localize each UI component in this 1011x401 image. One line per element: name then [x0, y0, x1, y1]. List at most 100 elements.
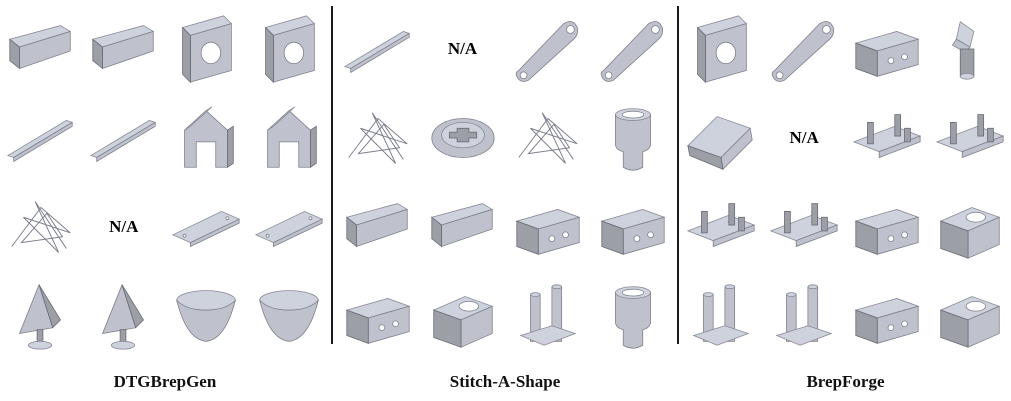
solid-tower-shape: .t{fill:#bfc2cc;stroke:#7c7f8c;stroke-wi… [775, 283, 833, 346]
solid-disc-shape: .t{fill:#c8d3c3;stroke:#7f8c7b;stroke-wi… [430, 117, 495, 158]
wireframe-model: .t,.f,.s,.w{fill:none;stroke:#8a9098;str… [165, 271, 248, 360]
solid-link-shape: .t{fill:#bfc2cc;stroke:#7c7f8c;stroke-wi… [771, 20, 835, 82]
solid-model: .t{fill:#9fd6df;stroke:#5a9aa6;stroke-wi… [248, 93, 331, 182]
wireframe-tower-shape: .t,.f,.s,.w{fill:none;stroke:#8a9098;str… [519, 283, 576, 346]
wireframe-model: .t,.f,.s,.w{fill:none;stroke:#8a9098;str… [846, 271, 929, 360]
solid-sail-shape: .t{fill:#9fd6df;stroke:#5a9aa6;stroke-wi… [101, 283, 144, 350]
wireframe-model: .t,.f,.s,.w{fill:none;stroke:#8a9098;str… [335, 271, 420, 360]
wireframe-beam-shape: .t,.f,.s,.w{fill:none;stroke:#8a9098;str… [9, 24, 72, 69]
wireframe-model: .t,.f,.s,.w{fill:none;stroke:#8a9098;str… [680, 93, 763, 182]
na-cell: N/A [763, 93, 846, 182]
solid-model: .t{fill:#c8d3c3;stroke:#7f8c7b;stroke-wi… [590, 4, 675, 93]
wireframe-plate-hole-shape: .t,.f,.s,.w{fill:none;stroke:#8a9098;str… [697, 14, 748, 83]
solid-model: .t{fill:#c8d3c3;stroke:#7f8c7b;stroke-wi… [590, 271, 675, 360]
solid-model: .t{fill:#bfc2cc;stroke:#7c7f8c;stroke-wi… [763, 4, 846, 93]
solid-corner-block-shape: .t{fill:#c8d3c3;stroke:#7f8c7b;stroke-wi… [432, 295, 493, 348]
solid-rail-shape: .t{fill:#9fd6df;stroke:#5a9aa6;stroke-wi… [89, 119, 156, 162]
wireframe-model: .t,.f,.s,.w{fill:none;stroke:#8a9098;str… [165, 93, 248, 182]
solid-model: .t{fill:#c8d3c3;stroke:#7f8c7b;stroke-wi… [590, 182, 675, 271]
solid-model: .t{fill:#9fd6df;stroke:#5a9aa6;stroke-wi… [83, 93, 166, 182]
wireframe-model: .t,.f,.s,.w{fill:none;stroke:#8a9098;str… [505, 4, 590, 93]
solid-block-shape: .t{fill:#c8d3c3;stroke:#7f8c7b;stroke-wi… [600, 208, 665, 255]
wireframe-model: .t,.f,.s,.w{fill:none;stroke:#8a9098;str… [505, 271, 590, 360]
wireframe-model: .t,.f,.s,.w{fill:none;stroke:#8a9098;str… [165, 182, 248, 271]
na-label: N/A [447, 38, 478, 58]
panel-brepforge: .t,.f,.s,.w{fill:none;stroke:#8a9098;str… [680, 0, 1011, 360]
solid-bowl-shape: .t{fill:#9fd6df;stroke:#5a9aa6;stroke-wi… [258, 289, 319, 342]
wireframe-flat-plate-shape: .t,.f,.s,.w{fill:none;stroke:#8a9098;str… [172, 210, 241, 247]
solid-arch-shape: .t{fill:#9fd6df;stroke:#5a9aa6;stroke-wi… [266, 105, 317, 168]
wireframe-model: .t,.f,.s,.w{fill:none;stroke:#8a9098;str… [0, 271, 83, 360]
wireframe-model: .t,.f,.s,.w{fill:none;stroke:#8a9098;str… [505, 182, 590, 271]
solid-model: .t{fill:#c8d3c3;stroke:#7f8c7b;stroke-wi… [420, 271, 505, 360]
solid-cylinder-shape: .t{fill:#c8d3c3;stroke:#7f8c7b;stroke-wi… [614, 107, 651, 171]
caption-dtgbrepgen: DTGBrepGen [113, 372, 217, 391]
wireframe-model: .t,.f,.s,.w{fill:none;stroke:#8a9098;str… [846, 4, 929, 93]
wireframe-block-shape: .t,.f,.s,.w{fill:none;stroke:#8a9098;str… [515, 208, 580, 255]
wireframe-model: .t,.f,.s,.w{fill:none;stroke:#8a9098;str… [680, 271, 763, 360]
solid-model: .t{fill:#bfc2cc;stroke:#7c7f8c;stroke-wi… [763, 271, 846, 360]
wireframe-rail-shape: .t,.f,.s,.w{fill:none;stroke:#8a9098;str… [343, 30, 410, 73]
wireframe-model: .t,.f,.s,.w{fill:none;stroke:#8a9098;str… [0, 93, 83, 182]
wireframe-model: .t,.f,.s,.w{fill:none;stroke:#8a9098;str… [680, 4, 763, 93]
solid-tray-shape: .t{fill:#bfc2cc;stroke:#7c7f8c;stroke-wi… [935, 113, 1004, 158]
wireframe-model: .t,.f,.s,.w{fill:none;stroke:#8a9098;str… [335, 4, 420, 93]
wireframe-block-shape: .t,.f,.s,.w{fill:none;stroke:#8a9098;str… [345, 297, 410, 344]
model-grid: .t,.f,.s,.w{fill:none;stroke:#8a9098;str… [680, 4, 1011, 360]
wireframe-tangle-shape: .t,.f,.s,.w{fill:none;stroke:#8a9098;str… [517, 111, 578, 164]
wireframe-tower-shape: .t,.f,.s,.w{fill:none;stroke:#8a9098;str… [692, 283, 750, 346]
solid-model: .t{fill:#bfc2cc;stroke:#7c7f8c;stroke-wi… [928, 4, 1011, 93]
solid-knob-shape: .t{fill:#bfc2cc;stroke:#7c7f8c;stroke-wi… [951, 20, 974, 80]
solid-cylinder-shape: .t{fill:#c8d3c3;stroke:#7f8c7b;stroke-wi… [614, 285, 651, 349]
solid-model: .t{fill:#9fd6df;stroke:#5a9aa6;stroke-wi… [248, 182, 331, 271]
panel-divider [677, 6, 679, 344]
model-grid: .t,.f,.s,.w{fill:none;stroke:#8a9098;str… [335, 4, 675, 360]
solid-corner-block-shape: .t{fill:#bfc2cc;stroke:#7c7f8c;stroke-wi… [939, 295, 1000, 348]
wireframe-tangle-shape: .t,.f,.s,.w{fill:none;stroke:#8a9098;str… [347, 111, 408, 164]
wireframe-beam-shape: .t,.f,.s,.w{fill:none;stroke:#8a9098;str… [345, 202, 408, 247]
wireframe-model: .t,.f,.s,.w{fill:none;stroke:#8a9098;str… [0, 182, 83, 271]
solid-model: .t{fill:#9fd6df;stroke:#5a9aa6;stroke-wi… [248, 271, 331, 360]
wireframe-wedge-shape: .t,.f,.s,.w{fill:none;stroke:#8a9098;str… [687, 115, 753, 170]
wireframe-rail-shape: .t,.f,.s,.w{fill:none;stroke:#8a9098;str… [7, 119, 74, 162]
wireframe-model: .t,.f,.s,.w{fill:none;stroke:#8a9098;str… [680, 182, 763, 271]
wireframe-model: .t,.f,.s,.w{fill:none;stroke:#8a9098;str… [505, 93, 590, 182]
solid-corner-block-shape: .t{fill:#bfc2cc;stroke:#7c7f8c;stroke-wi… [939, 206, 1000, 259]
na-cell: N/A [420, 4, 505, 93]
wireframe-tangle-shape: .t,.f,.s,.w{fill:none;stroke:#8a9098;str… [11, 200, 71, 253]
solid-model: .t{fill:#bfc2cc;stroke:#7c7f8c;stroke-wi… [928, 93, 1011, 182]
panel-divider [331, 6, 333, 344]
wireframe-block-shape: .t,.f,.s,.w{fill:none;stroke:#8a9098;str… [854, 30, 920, 77]
solid-beam-shape: .t{fill:#9fd6df;stroke:#5a9aa6;stroke-wi… [91, 24, 154, 69]
wireframe-model: .t,.f,.s,.w{fill:none;stroke:#8a9098;str… [846, 93, 929, 182]
wireframe-block-shape: .t,.f,.s,.w{fill:none;stroke:#8a9098;str… [854, 208, 920, 255]
solid-model: .t{fill:#bfc2cc;stroke:#7c7f8c;stroke-wi… [763, 182, 846, 271]
wireframe-model: .t,.f,.s,.w{fill:none;stroke:#8a9098;str… [0, 4, 83, 93]
solid-tray-shape: .t{fill:#bfc2cc;stroke:#7c7f8c;stroke-wi… [769, 202, 839, 247]
solid-model: .t{fill:#9fd6df;stroke:#5a9aa6;stroke-wi… [83, 4, 166, 93]
solid-model: .t{fill:#c8d3c3;stroke:#7f8c7b;stroke-wi… [420, 182, 505, 271]
na-cell: N/A [83, 182, 166, 271]
wireframe-tray-shape: .t,.f,.s,.w{fill:none;stroke:#8a9098;str… [687, 202, 756, 247]
wireframe-block-shape: .t,.f,.s,.w{fill:none;stroke:#8a9098;str… [854, 297, 920, 344]
caption-stitch-a-shape: Stitch-A-Shape [449, 372, 561, 391]
wireframe-plate-hole-shape: .t,.f,.s,.w{fill:none;stroke:#8a9098;str… [182, 14, 233, 83]
caption-brepforge: BrepForge [806, 372, 885, 391]
solid-model: .t{fill:#c8d3c3;stroke:#7f8c7b;stroke-wi… [420, 93, 505, 182]
solid-model: .t{fill:#bfc2cc;stroke:#7c7f8c;stroke-wi… [928, 271, 1011, 360]
wireframe-arch-shape: .t,.f,.s,.w{fill:none;stroke:#8a9098;str… [184, 105, 234, 168]
wireframe-sail-shape: .t,.f,.s,.w{fill:none;stroke:#8a9098;str… [19, 283, 62, 350]
model-grid: .t,.f,.s,.w{fill:none;stroke:#8a9098;str… [0, 4, 330, 360]
wireframe-model: .t,.f,.s,.w{fill:none;stroke:#8a9098;str… [846, 182, 929, 271]
solid-link-shape: .t{fill:#c8d3c3;stroke:#7f8c7b;stroke-wi… [600, 20, 663, 82]
solid-model: .t{fill:#bfc2cc;stroke:#7c7f8c;stroke-wi… [928, 182, 1011, 271]
solid-plate-hole-shape: .t{fill:#9fd6df;stroke:#5a9aa6;stroke-wi… [264, 14, 315, 83]
wireframe-model: .t,.f,.s,.w{fill:none;stroke:#8a9098;str… [335, 182, 420, 271]
solid-model: .t{fill:#c8d3c3;stroke:#7f8c7b;stroke-wi… [590, 93, 675, 182]
panel-stitch-a-shape: .t,.f,.s,.w{fill:none;stroke:#8a9098;str… [335, 0, 675, 360]
solid-model: .t{fill:#9fd6df;stroke:#5a9aa6;stroke-wi… [83, 271, 166, 360]
wireframe-tray-shape: .t,.f,.s,.w{fill:none;stroke:#8a9098;str… [852, 113, 922, 158]
wireframe-model: .t,.f,.s,.w{fill:none;stroke:#8a9098;str… [165, 4, 248, 93]
solid-beam-shape: .t{fill:#c8d3c3;stroke:#7f8c7b;stroke-wi… [430, 202, 493, 247]
na-label: N/A [109, 216, 139, 236]
